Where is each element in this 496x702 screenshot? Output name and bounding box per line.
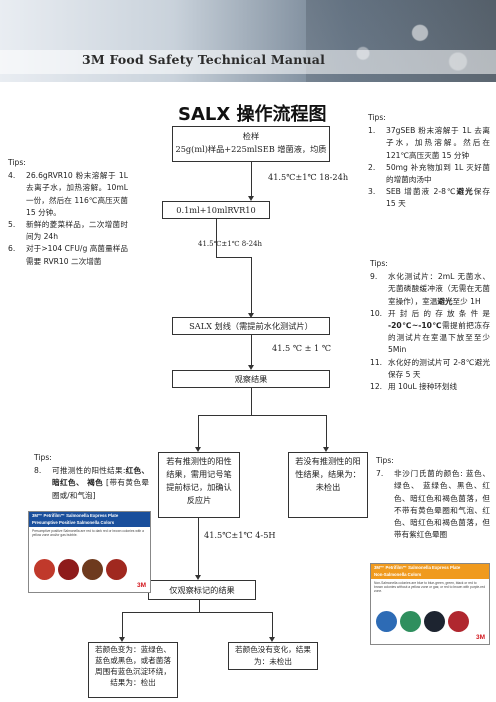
connector xyxy=(122,612,272,613)
colony-sample-red-brown xyxy=(106,559,127,580)
connector xyxy=(198,415,326,416)
flow-step-salx-streak: SALX 划线（需提前水化测试片） xyxy=(172,317,330,335)
flow-step-observe-marked: 仅观察标记的结果 xyxy=(148,580,256,600)
tip-item: 3.SEB 增菌液 2-8℃避光保存 15 天 xyxy=(368,187,491,209)
tips-heading: Tips: xyxy=(370,259,388,268)
banner-title: 3M Food Safety Technical Manual xyxy=(82,52,326,67)
connector xyxy=(216,257,251,258)
page-title: SALX 操作流程图 xyxy=(178,104,327,125)
flow-result-negative: 若颜色没有变化，结果为：未检出 xyxy=(228,642,318,670)
arrow-down-icon xyxy=(248,365,254,370)
tips-panel-right-top: Tips: 1.37gSEB 粉末溶解于 1L 去离子水，加热溶解。然后在 12… xyxy=(368,112,490,211)
tip-item: 10.开封后的存放条件是 -20℃~-10℃需提前把冻存的测试片在室温下放至至少… xyxy=(370,308,490,355)
tip-item: 7.非沙门氏菌的颜色: 蓝色、绿色、 蓝绿色、黑色、红色、暗红色和褐色菌落，但不… xyxy=(376,469,490,540)
connector xyxy=(251,257,252,313)
tip-item: 9.水化测试片：2mL 无菌水、无菌磷酸缓冲液（无需在无菌室操作），室温避光至少… xyxy=(370,272,490,306)
3m-logo: 3M xyxy=(136,582,146,589)
colony-sample-brown xyxy=(82,559,103,580)
arrow-down-icon xyxy=(323,447,329,452)
arrow-down-icon xyxy=(195,447,201,452)
flow-result-positive: 若颜色变为：蓝绿色、蓝色或黑色，或者菌落周围有蓝色沉淀环绕，结果为：检出 xyxy=(88,642,178,698)
arrow-down-icon xyxy=(248,313,254,318)
3m-logo: 3M xyxy=(475,634,485,641)
flow-step-sample-line2: 25g(ml)样品+225mlSEB 增菌液，均质 xyxy=(175,144,327,154)
card-subtitle: Non-Salmonella Colors xyxy=(374,571,422,577)
colony-sample-red xyxy=(34,559,55,580)
incubation-1: 41.5℃±1℃ 18-24h xyxy=(268,172,349,182)
connector xyxy=(199,600,200,612)
flow-suspect-positive: 若有推测性的阳性结果，需用记号笔提前标记，加确认反应片 xyxy=(158,452,240,518)
connector xyxy=(216,219,217,257)
arrow-down-icon xyxy=(269,637,275,642)
flow-step-sample: 检样 25g(ml)样品+225mlSEB 增菌液，均质 xyxy=(172,126,330,162)
arrow-down-icon xyxy=(195,575,201,580)
tips-heading: Tips: xyxy=(368,113,386,122)
tips-heading: Tips: xyxy=(376,456,394,465)
colony-sample-blue xyxy=(376,611,397,632)
petrifilm-negative-card: 3M™ Petrifilm™ Salmonella Express Plate … xyxy=(370,563,490,645)
connector xyxy=(272,612,273,638)
connector xyxy=(251,388,252,415)
petrifilm-positive-card: 3M™ Petrifilm™ Salmonella Express Plate … xyxy=(28,511,151,593)
connector xyxy=(198,415,199,448)
tip-item: 4.26.6gRVR10 粉末溶解于 1L 去离子水，加热溶解。10mL 一份，… xyxy=(8,171,128,217)
tips-heading: Tips: xyxy=(8,158,26,167)
connector xyxy=(122,612,123,638)
card-description: Non-Salmonella colonies are blue to blue… xyxy=(374,581,486,593)
banner-title-stripe xyxy=(0,50,496,74)
card-title: 3M™ Petrifilm™ Salmonella Express Plate xyxy=(374,565,461,570)
connector xyxy=(198,518,199,576)
tip-item: 12.用 10uL 接种环划线 xyxy=(370,382,458,392)
tips-panel-right-mid: Tips: 9.水化测试片：2mL 无菌水、无菌磷酸缓冲液（无需在无菌室操作），… xyxy=(370,258,490,393)
card-subtitle: Presumptive Positive Salmonella Colors xyxy=(32,519,115,525)
colony-sample-black xyxy=(424,611,445,632)
flow-step-observe: 观察结果 xyxy=(172,370,330,388)
flow-step-rvr10: 0.1ml+10mlRVR10 xyxy=(162,201,270,219)
tip-item: 2.50mg 补充物加到 1L 灭好菌的增菌肉汤中 xyxy=(368,162,490,185)
colony-color-samples xyxy=(376,611,469,632)
connector xyxy=(326,415,327,448)
tip-item: 5.新鲜的菱菜样品，二次增菌时间为 24h xyxy=(8,220,128,242)
tips-panel-bottom-right: Tips: 7.非沙门氏菌的颜色: 蓝色、绿色、 蓝绿色、黑色、红色、暗红色和褐… xyxy=(376,455,490,541)
tip-item: 8.可推测性的阳性结果:红色、暗红色、 褐色 [带有黄色晕圈或/和气泡] xyxy=(34,466,149,500)
colony-sample-red xyxy=(448,611,469,632)
tip-item: 11.水化好的测试片可 2-8℃避光保存 5 天 xyxy=(370,357,490,379)
arrow-down-icon xyxy=(119,637,125,642)
tip-item: 1.37gSEB 粉末溶解于 1L 去离子水，加热溶解。然后在 121℃高压灭菌… xyxy=(368,126,490,160)
tips-panel-left: Tips: 4.26.6gRVR10 粉末溶解于 1L 去离子水，加热溶解。10… xyxy=(8,157,128,268)
header-banner: 3M Food Safety Technical Manual xyxy=(0,0,496,82)
colony-color-samples xyxy=(34,559,127,580)
colony-sample-dark-red xyxy=(58,559,79,580)
flow-step-sample-line1: 检样 xyxy=(242,131,260,141)
connector xyxy=(251,335,252,366)
flow-no-suspect: 若没有推测性的阳性结果，结果为：未检出 xyxy=(288,452,368,518)
tip-item: 6.对于>104 CFU/g 高菌量样品需要 RVR10 二次增菌 xyxy=(8,244,128,266)
card-description: Presumptive positive Salmonella are red … xyxy=(32,529,144,537)
arrow-down-icon xyxy=(248,196,254,201)
colony-sample-green xyxy=(400,611,421,632)
tips-panel-bottom-left: Tips: 8.可推测性的阳性结果:红色、暗红色、 褐色 [带有黄色晕圈或/和气… xyxy=(34,452,149,502)
card-title: 3M™ Petrifilm™ Salmonella Express Plate xyxy=(32,513,119,518)
incubation-3: 41.5 ℃ ± 1 ℃ xyxy=(272,343,332,353)
incubation-2: 41.5℃±1℃ 8-24h xyxy=(198,240,263,248)
connector xyxy=(251,162,252,196)
tips-heading: Tips: xyxy=(34,453,52,462)
incubation-4: 41.5℃±1℃ 4-5H xyxy=(204,530,276,540)
